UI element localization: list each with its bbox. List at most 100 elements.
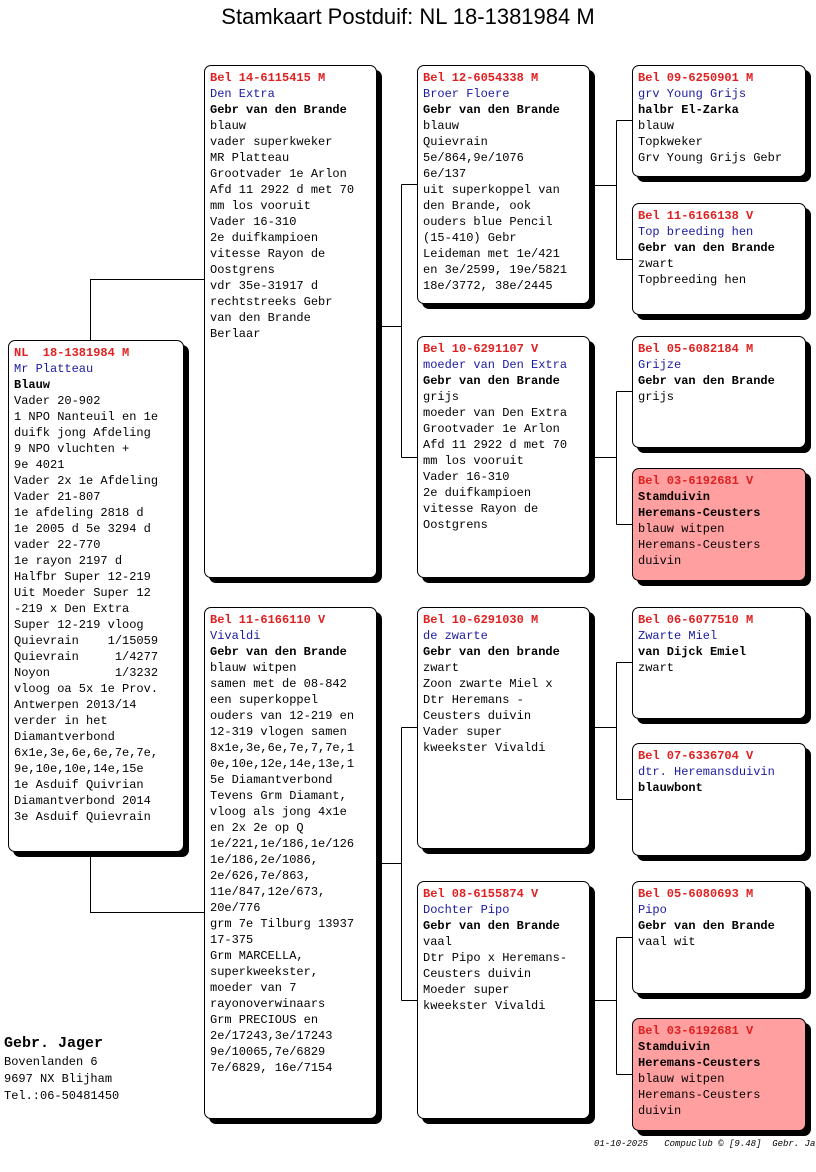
ring-number: Bel 14-6115415 M xyxy=(210,71,326,85)
pigeon-info-line: van den Brande xyxy=(210,311,311,325)
pigeon-info-line: 20e/776 xyxy=(210,901,261,915)
pigeon-info-line: Grv Young Grijs Gebr xyxy=(638,151,783,165)
pigeon-info-line: 9e,10e,10e,14e,15e xyxy=(14,762,144,776)
pigeon-info-line: vitesse Rayon de xyxy=(210,247,326,261)
ring-number: Bel 03-6192681 V xyxy=(638,1024,754,1038)
pigeon-info-line: Vader 20-902 xyxy=(14,394,101,408)
pigeon-info-line: 1e 2005 d 5e 3294 d xyxy=(14,522,151,536)
pigeon-info-line: 1e/221,1e/186,1e/126 xyxy=(210,837,355,851)
pigeon-info-line: moeder van Den Extra xyxy=(423,406,568,420)
pigeon-info-line: Gebr van den Brande xyxy=(210,645,347,659)
pigeon-info-line: Antwerpen 2013/14 xyxy=(14,698,137,712)
pigeon-info-line: 11e/847,12e/673, xyxy=(210,885,326,899)
pigeon-info-line: superkweekster, xyxy=(210,965,319,979)
pigeon-name: Broer Floere xyxy=(423,87,510,101)
pigeon-info-line: duivin xyxy=(638,1104,682,1118)
pigeon-info-line: 1e/186,2e/1086, xyxy=(210,853,319,867)
pigeon-info-line: -219 x Den Extra xyxy=(14,602,130,616)
ring-number: Bel 10-6291107 V xyxy=(423,342,539,356)
pigeon-name: Zwarte Miel xyxy=(638,629,718,643)
pigeon-name: Grijze xyxy=(638,358,682,372)
pigeon-info-line: Gebr van den Brande xyxy=(423,919,560,933)
pigeon-info-line: Heremans-Ceusters xyxy=(638,506,761,520)
pigeon-info-line: vaal wit xyxy=(638,935,696,949)
pigeon-info-line: zwart xyxy=(638,661,675,675)
pigeon-info-line: vitesse Rayon de xyxy=(423,502,539,516)
pigeon-info-line: Gebr van den Brande xyxy=(423,103,560,117)
pigeon-info-line: vaal xyxy=(423,935,452,949)
pigeon-info-line: zwart xyxy=(638,257,675,271)
pigeon-info-line: ouders blue Pencil xyxy=(423,215,553,229)
pigeon-info-line: Grm MARCELLA, xyxy=(210,949,304,963)
ring-number: Bel 03-6192681 V xyxy=(638,474,754,488)
pigeon-info-line: 8x1e,3e,6e,7e,7,7e,1 xyxy=(210,741,355,755)
pigeon-info-line: 2e duifkampioen xyxy=(423,486,532,500)
pigeon-info-line: 1e afdeling 2818 d xyxy=(14,506,144,520)
pigeon-info-line: blauw xyxy=(210,119,247,133)
pigeon-info-line: 6e/137 xyxy=(423,167,467,181)
pigeon-info-line: 9e/10065,7e/6829 xyxy=(210,1045,326,1059)
pigeon-info-line: 9 NPO vluchten + xyxy=(14,442,130,456)
pigeon-info-line: 2e/626,7e/863, xyxy=(210,869,311,883)
pigeon-info-line: MR Platteau xyxy=(210,151,290,165)
pigeon-info-line: en 2x 2e op Q xyxy=(210,821,304,835)
pigeon-info-line: Uit Moeder Super 12 xyxy=(14,586,151,600)
pigeon-info-line: zwart xyxy=(423,661,460,675)
pigeon-info-line: Vader 21-807 xyxy=(14,490,101,504)
pigeon-info-line: Heremans-Ceusters xyxy=(638,538,761,552)
pigeon-info-line: ouders van 12-219 en xyxy=(210,709,355,723)
ring-number: Bel 10-6291030 M xyxy=(423,613,539,627)
pigeon-info-line: 2e duifkampioen xyxy=(210,231,319,245)
owner-block: Gebr. Jager Bovenlanden 6 9697 NX Blijha… xyxy=(4,1034,119,1105)
pigeon-info-line: Gebr van den Brande xyxy=(638,919,775,933)
pigeon-info-line: Grootvader 1e Arlon xyxy=(210,167,347,181)
pigeon-info-line: Grootvader 1e Arlon xyxy=(423,422,560,436)
pigeon-name: Stamduivin xyxy=(638,490,711,504)
pigeon-name: Pipo xyxy=(638,903,667,917)
owner-city: 9697 NX Blijham xyxy=(4,1072,113,1086)
pigeon-info-line: Dtr Heremans - xyxy=(423,693,524,707)
pigeon-name: dtr. Heremansduivin xyxy=(638,765,775,779)
pigeon-info-line: 9e 4021 xyxy=(14,458,65,472)
pigeon-info-line: 12-319 vlogen samen xyxy=(210,725,347,739)
owner-phone: Tel.:06-50481450 xyxy=(4,1089,120,1103)
pigeon-info-line: 3e Asduif Quievrain xyxy=(14,810,151,824)
pigeon-name: Dochter Pipo xyxy=(423,903,510,917)
pigeon-info-line: 18e/3772, 38e/2445 xyxy=(423,279,553,293)
pigeon-info-line: 1e rayon 2197 d xyxy=(14,554,123,568)
pigeon-info-line: grm 7e Tilburg 13937 xyxy=(210,917,355,931)
pigeon-info-line: Quievrain 1/15059 xyxy=(14,634,159,648)
pigeon-info-line: 2e/17243,3e/17243 xyxy=(210,1029,333,1043)
pigeon-info-line: rechtstreeks Gebr xyxy=(210,295,333,309)
pigeon-info-line: rayonoverwinaars xyxy=(210,997,326,1011)
pigeon-info-line: Grm PRECIOUS en xyxy=(210,1013,319,1027)
pigeon-info-line: 17-375 xyxy=(210,933,254,947)
owner-name: Gebr. Jager xyxy=(4,1035,104,1052)
pigeon-info-line: Zoon zwarte Miel x xyxy=(423,677,553,691)
ring-number: NL 18-1381984 M xyxy=(14,346,130,360)
pigeon-info-line: vdr 35e-31917 d xyxy=(210,279,319,293)
pigeon-info-line: Oostgrens xyxy=(423,518,488,532)
pigeon-name: grv Young Grijs xyxy=(638,87,747,101)
pigeon-info-line: Moeder super xyxy=(423,983,510,997)
pigeon-name: Stamduivin xyxy=(638,1040,711,1054)
pigeon-info-line: 6x1e,3e,6e,6e,7e,7e, xyxy=(14,746,159,760)
pigeon-info-line: uit superkoppel van xyxy=(423,183,560,197)
pigeon-info-line: Gebr van den Brande xyxy=(638,374,775,388)
